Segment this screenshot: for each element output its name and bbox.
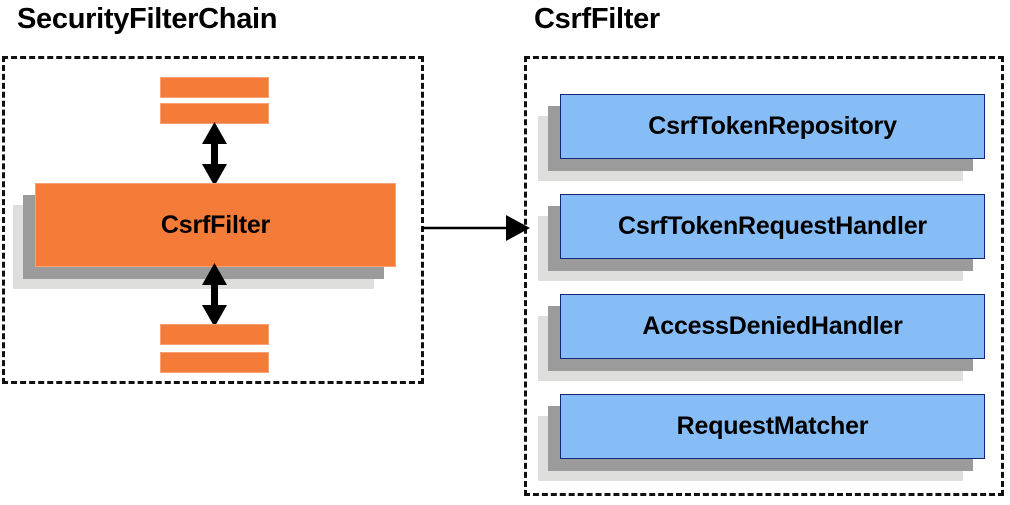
panel-title-security-filter-chain: SecurityFilterChain [17,3,278,35]
node-csrf-filter[interactable]: CsrfFilter [13,183,396,289]
arrow-below-csrffilter [202,263,227,327]
node-face: CsrfTokenRequestHandler [560,194,985,259]
chain-bar-below-1 [160,324,269,345]
node-face: AccessDeniedHandler [560,294,985,359]
security-filter-chain-panel [2,56,424,384]
chain-bar-above-1 [160,77,269,98]
node-collaborator-3[interactable]: RequestMatcher [538,394,985,481]
node-label-csrf-token-repository: CsrfTokenRepository [648,112,897,140]
chain-bar-below-2 [160,352,269,373]
arrow-connector-to-detail [422,215,530,241]
node-face: RequestMatcher [560,394,985,459]
node-collaborator-0[interactable]: CsrfTokenRepository [538,94,985,181]
node-label-access-denied-handler: AccessDeniedHandler [642,312,903,340]
csrf-filter-detail-panel [524,56,1004,496]
node-face: CsrfFilter [35,183,396,267]
node-collaborator-2[interactable]: AccessDeniedHandler [538,294,985,381]
node-face: CsrfTokenRepository [560,94,985,159]
chain-bar-above-2 [160,103,269,124]
node-label-request-matcher: RequestMatcher [676,412,869,440]
node-label-csrf-token-request-handler: CsrfTokenRequestHandler [618,212,927,240]
arrow-above-csrffilter [202,122,227,186]
panel-title-csrf-filter: CsrfFilter [534,3,660,35]
node-collaborator-1[interactable]: CsrfTokenRequestHandler [538,194,985,281]
node-label-csrf-filter: CsrfFilter [160,210,271,239]
